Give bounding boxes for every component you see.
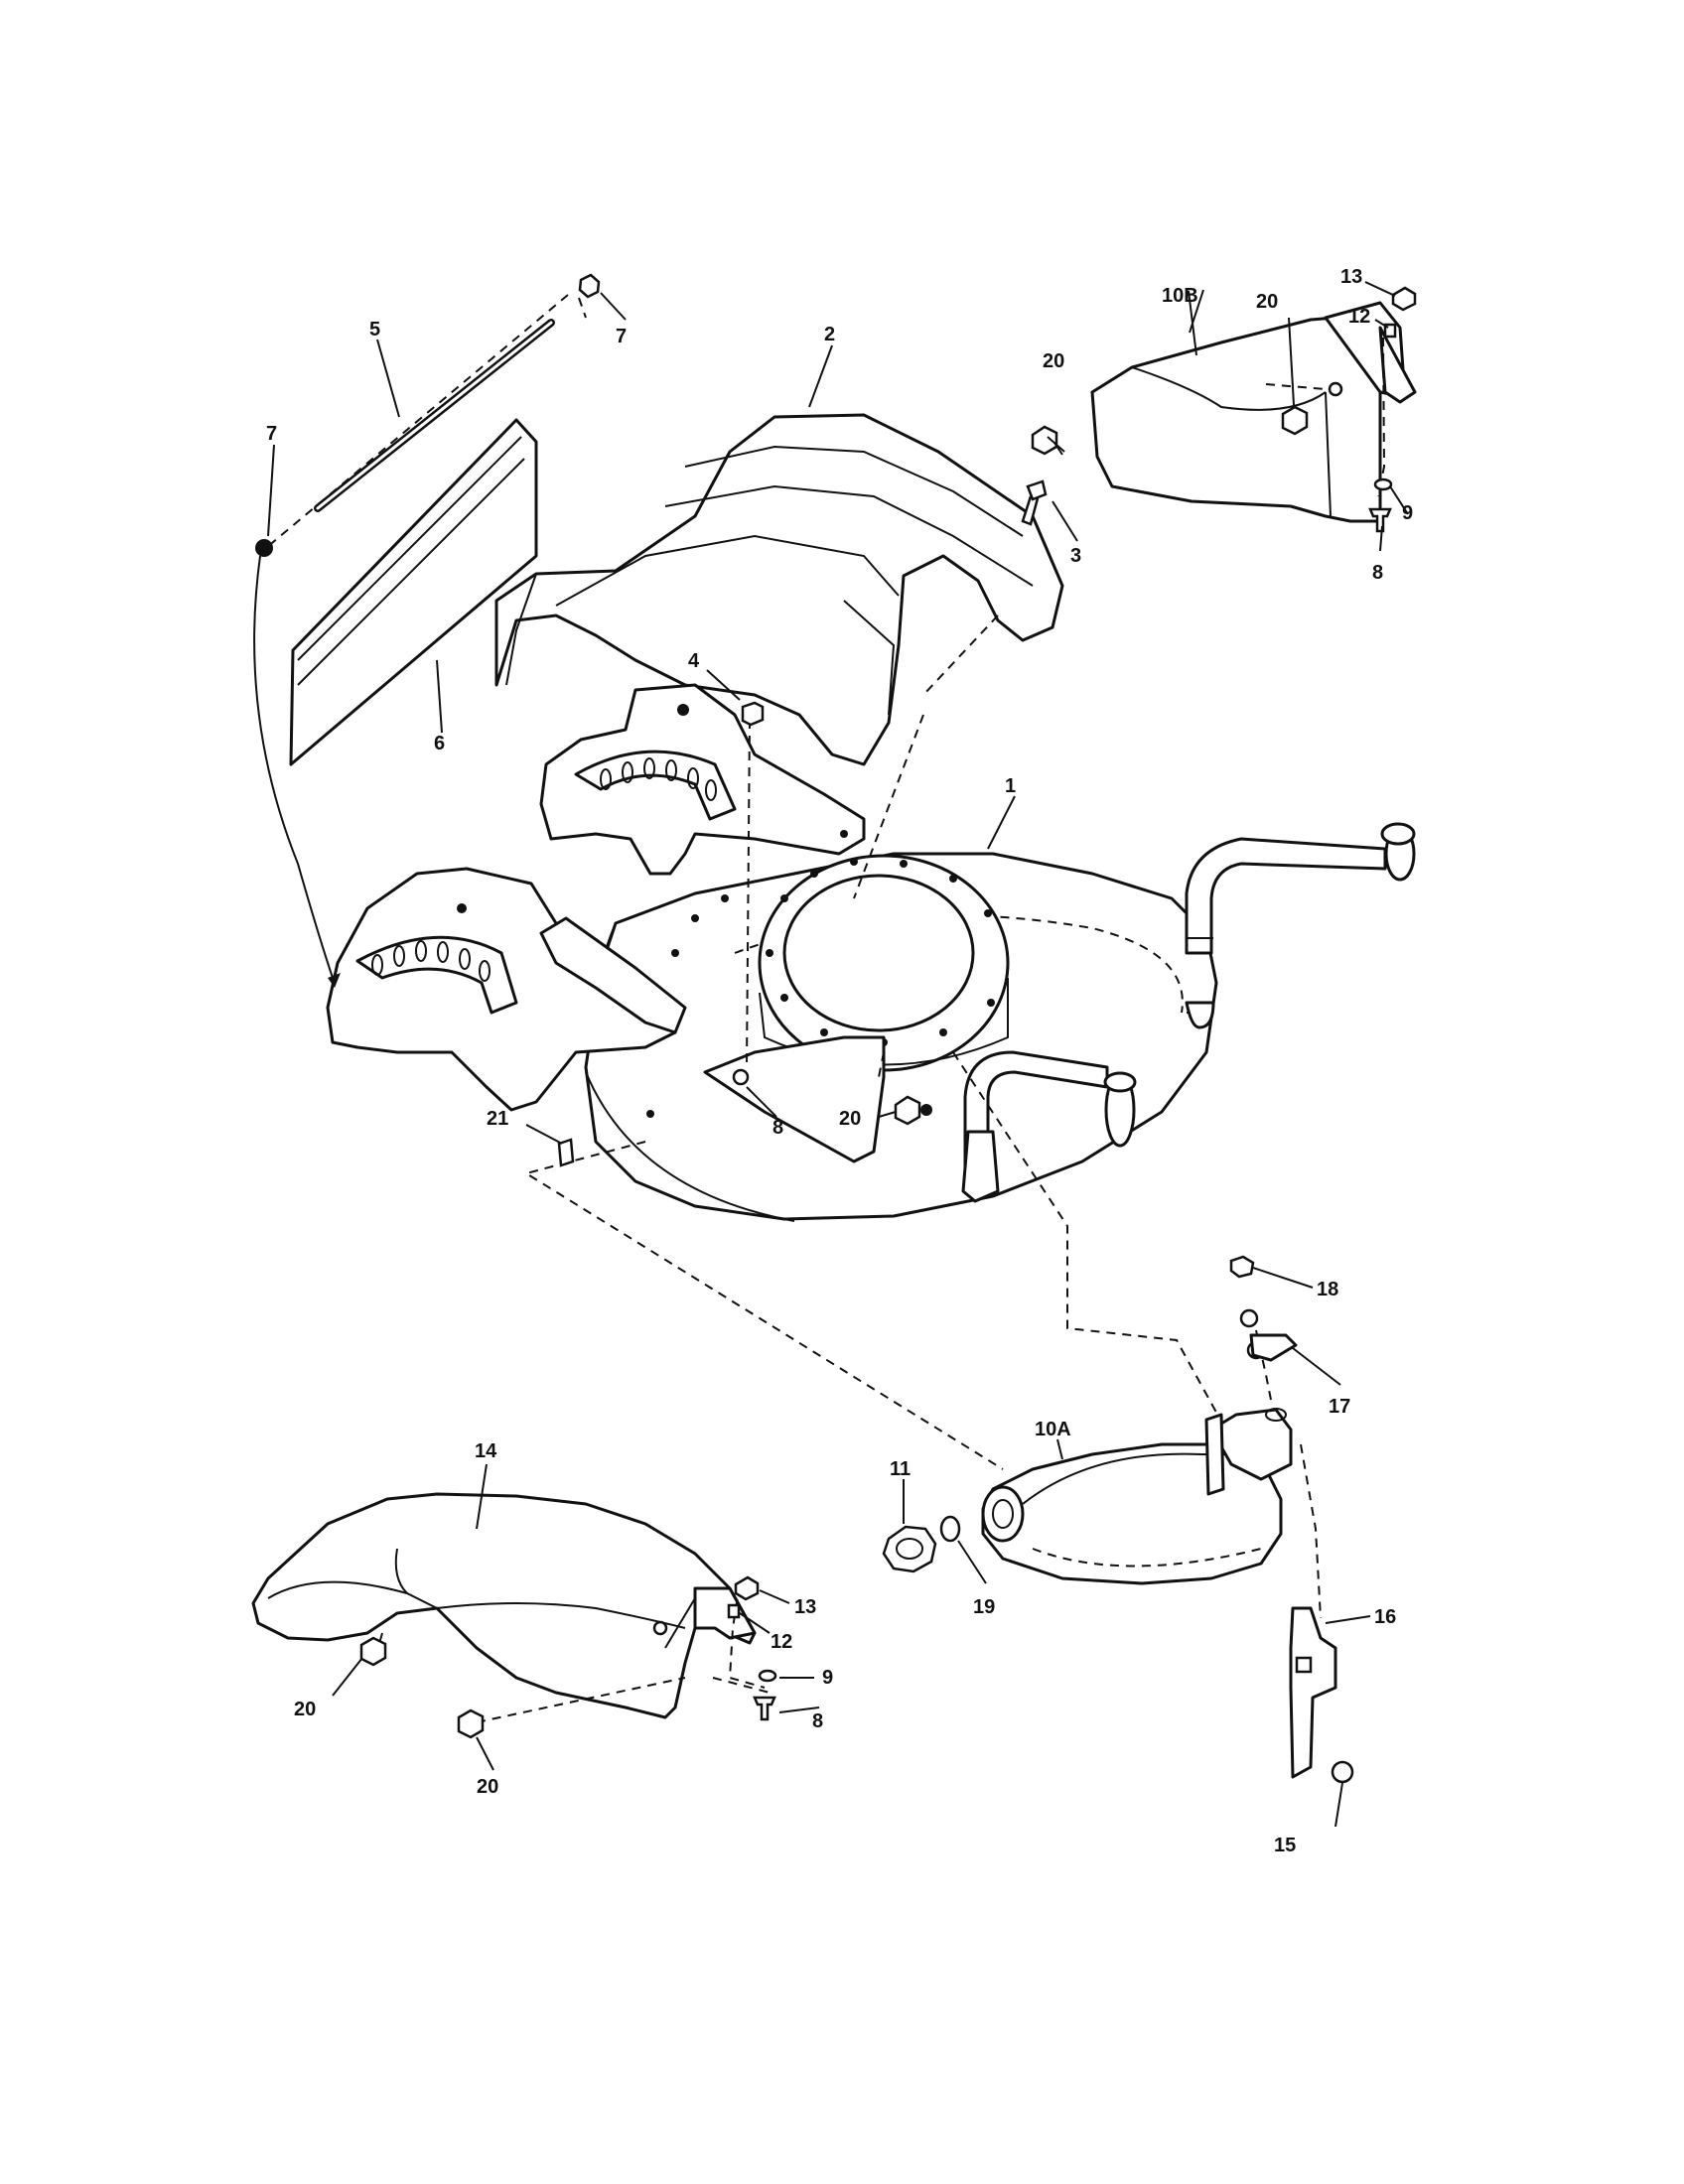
callout-11: 11	[890, 1458, 911, 1480]
part-7-nut-left	[255, 539, 273, 557]
callout-10a: 10A	[1035, 1419, 1071, 1440]
callout-21: 21	[487, 1108, 508, 1130]
part-7-nut-top	[578, 273, 601, 299]
part-10b-discharge-cover	[1090, 301, 1417, 523]
callout-5: 5	[369, 319, 380, 341]
part-11-knob	[882, 1525, 937, 1573]
part-21-clip	[557, 1138, 575, 1167]
part-2-rear-shield	[494, 413, 1064, 766]
callout-12-bottom: 12	[771, 1631, 792, 1653]
callout-3: 3	[1070, 545, 1081, 567]
callout-20-e: 20	[477, 1776, 498, 1798]
guide-line-rod	[265, 294, 569, 549]
part-5-hinge-rod	[314, 319, 555, 512]
callout-15: 15	[1274, 1835, 1296, 1856]
part-20-dot	[920, 1104, 932, 1116]
callout-7-top: 7	[616, 326, 627, 347]
callout-8-bottom: 8	[812, 1710, 823, 1732]
part-16-latch	[1289, 1606, 1337, 1779]
callout-8-top: 8	[1372, 562, 1383, 584]
part-20-nut-c	[894, 1095, 921, 1126]
part-3-bolt	[1021, 479, 1048, 526]
hardware	[255, 273, 1417, 1784]
callout-7-left: 7	[266, 423, 277, 445]
part-15-knob	[1331, 1760, 1354, 1784]
part-20-nut-d	[359, 1636, 387, 1667]
leader-7-arc	[253, 555, 334, 979]
callout-6: 6	[434, 733, 445, 754]
part-9-washer-top	[1373, 478, 1393, 491]
part-20-nut-b	[1281, 405, 1309, 436]
callout-9-bottom: 9	[822, 1667, 833, 1689]
callout-20-c: 20	[839, 1108, 861, 1130]
part-13-nut-top	[1391, 286, 1417, 312]
part-12-spacer-top	[1383, 323, 1397, 339]
part-9-washer-bottom	[758, 1669, 777, 1683]
callout-13-top: 13	[1340, 266, 1362, 288]
part-12-spacer-bottom	[727, 1603, 741, 1619]
part-19-washer	[939, 1515, 961, 1543]
deck-side-guard	[703, 1035, 886, 1163]
part-10a-discharge-chute	[981, 1408, 1293, 1585]
callout-20-a: 20	[1043, 350, 1064, 372]
callout-20-b: 20	[1256, 291, 1278, 313]
callout-8-deck: 8	[772, 1117, 783, 1139]
callout-10b: 10B	[1162, 285, 1198, 307]
callout-14: 14	[475, 1440, 497, 1462]
callout-18: 18	[1317, 1279, 1338, 1300]
part-18-fastener	[1229, 1255, 1255, 1279]
part-4-bushing	[741, 701, 765, 727]
part-14-side-discharge-chute	[251, 1492, 757, 1719]
part-8-bolt-bottom	[753, 1696, 776, 1721]
wheel-height-bracket-upper	[539, 683, 866, 876]
wheel-height-bracket-lower	[326, 867, 687, 1112]
part-17-bracket	[1249, 1333, 1298, 1362]
part-6-flap	[289, 418, 538, 766]
callout-2: 2	[824, 324, 835, 345]
callout-labels: 1 2 3 4 5 6 7 7 8 8 8 9 9 10B 10A 11 12 …	[266, 266, 1413, 1856]
callout-12-top: 12	[1348, 306, 1370, 328]
callout-4: 4	[688, 650, 700, 672]
part-20-nut-e	[457, 1708, 485, 1739]
callout-17: 17	[1329, 1396, 1350, 1418]
part-17-spacer-a	[1239, 1308, 1259, 1328]
callout-13-bottom: 13	[794, 1596, 816, 1618]
callout-19: 19	[973, 1596, 995, 1618]
leader-lines	[267, 281, 1409, 1828]
part-8-bolt-top	[1368, 507, 1392, 533]
callout-16: 16	[1374, 1606, 1396, 1628]
callout-9-top: 9	[1402, 502, 1413, 524]
callout-20-d: 20	[294, 1699, 316, 1720]
part-13-nut-bottom	[734, 1575, 760, 1601]
part-1-mower-deck	[584, 822, 1416, 1222]
callout-1: 1	[1005, 775, 1016, 797]
